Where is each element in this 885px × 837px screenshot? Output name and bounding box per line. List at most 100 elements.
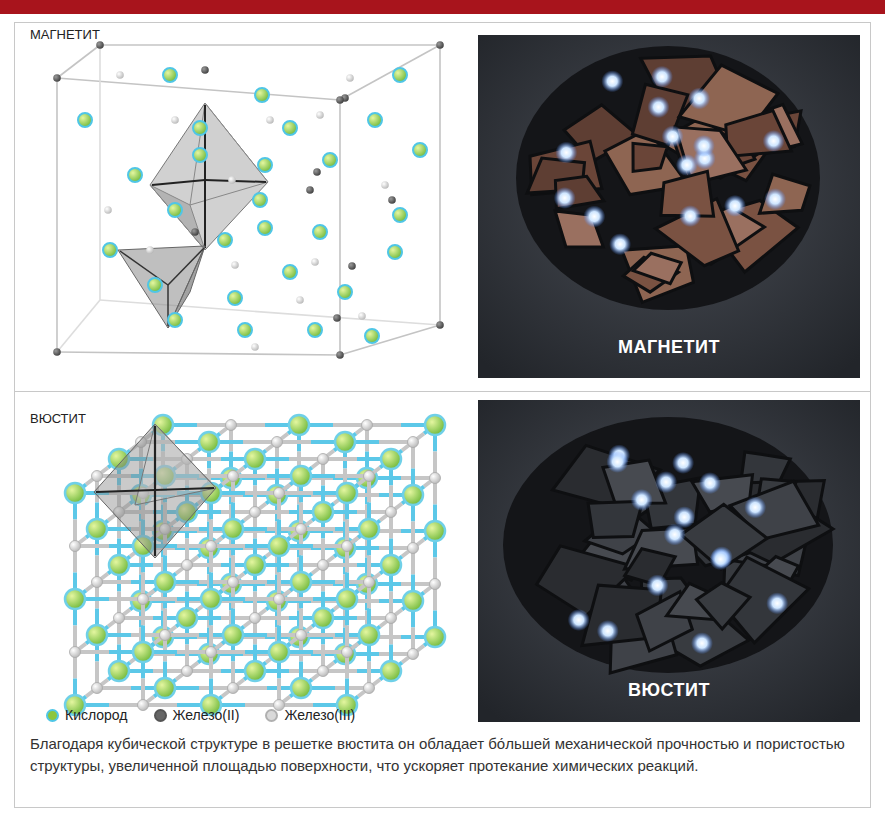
glow-dot xyxy=(744,496,766,518)
cell-edge xyxy=(57,300,100,352)
iron-ii-atom xyxy=(336,96,344,104)
glow-dot xyxy=(699,472,721,494)
iron-ii-atom xyxy=(306,186,314,194)
oxygen-atom xyxy=(283,265,297,279)
iron-atom xyxy=(250,613,261,624)
iron-ii-atom xyxy=(201,66,209,74)
top-bar xyxy=(0,0,885,14)
iron-atom xyxy=(272,437,283,448)
cell-edge xyxy=(57,352,340,355)
glow-dot xyxy=(693,135,715,157)
iron-atom xyxy=(408,543,419,554)
oxygen-atom xyxy=(258,158,272,172)
legend-text: Железо(III) xyxy=(284,707,355,723)
oxygen-atom xyxy=(425,415,445,435)
glow-dot xyxy=(710,548,732,570)
section-label: ВЮСТИТ xyxy=(30,411,86,426)
iron-atom xyxy=(274,594,285,605)
iron-atom xyxy=(70,541,81,552)
tetrahedron-face xyxy=(168,246,205,328)
photo xyxy=(516,46,820,310)
photo-panel: МАГНЕТИТ xyxy=(478,35,860,378)
iron-iii-atom xyxy=(171,116,179,124)
iron-atom xyxy=(92,471,103,482)
octahedron xyxy=(150,103,268,250)
photo-ground xyxy=(478,400,860,722)
glow-dot xyxy=(609,233,631,255)
oxygen-atom xyxy=(338,285,352,299)
oxygen-atom xyxy=(283,121,297,135)
oxygen-atom xyxy=(425,521,445,541)
glow-dot xyxy=(648,96,670,118)
oxygen-atom xyxy=(289,415,309,435)
glow-dot xyxy=(606,451,628,473)
octahedron-face xyxy=(190,103,268,205)
iron-atom xyxy=(138,700,149,711)
iron-ii-atom xyxy=(348,262,356,270)
oxygen-atom xyxy=(155,678,175,698)
legend-swatch xyxy=(154,709,167,722)
iron-atom xyxy=(274,488,285,499)
glow-dot xyxy=(568,609,590,631)
oxygen-atom xyxy=(337,483,357,503)
iron-atom xyxy=(250,507,261,518)
oxygen-atom xyxy=(78,113,92,127)
cell-edge xyxy=(100,44,440,46)
oxygen-atom xyxy=(291,572,311,592)
cell-edge xyxy=(439,45,441,325)
iron-iii-atom xyxy=(296,296,304,304)
bond xyxy=(155,488,214,490)
iron-atom xyxy=(318,454,329,465)
iron-atom xyxy=(318,560,329,571)
oxygen-atom xyxy=(245,449,265,469)
glow-dot xyxy=(655,471,677,493)
glow-dot xyxy=(673,506,695,528)
oxygen-atom xyxy=(163,68,177,82)
oxygen-atom xyxy=(335,432,355,452)
oxygen-atom xyxy=(255,88,269,102)
octahedron-face xyxy=(135,424,216,505)
glow-dot xyxy=(764,188,786,210)
oxygen-atom xyxy=(218,233,232,247)
oxygen-atom xyxy=(403,485,423,505)
oxygen-atom xyxy=(291,678,311,698)
oxygen-atom xyxy=(393,208,407,222)
cell-edge xyxy=(57,45,100,78)
legend-item: Кислород xyxy=(46,707,128,723)
fragment xyxy=(760,174,810,213)
oxygen-atom xyxy=(168,203,182,217)
oxygen-atom xyxy=(269,642,289,662)
legend-item: Железо(II) xyxy=(154,707,240,723)
glow-dot xyxy=(672,452,694,474)
iron-ii-atom xyxy=(53,74,61,82)
oxygen-atom xyxy=(223,625,243,645)
iron-atom xyxy=(206,647,217,658)
cell-edge xyxy=(340,325,440,355)
oxygen-atom xyxy=(313,225,327,239)
oxygen-atom xyxy=(193,121,207,135)
fragment xyxy=(675,127,746,184)
iron-iii-atom xyxy=(266,116,274,124)
iron-iii-atom xyxy=(358,312,366,320)
iron-atom xyxy=(296,630,307,641)
bond xyxy=(204,105,206,180)
oxygen-atom xyxy=(128,168,142,182)
oxygen-atom xyxy=(109,661,129,681)
iron-atom xyxy=(342,541,353,552)
oxygen-atom xyxy=(359,519,379,539)
oxygen-atom xyxy=(228,291,242,305)
bond xyxy=(168,248,204,285)
caption-text: Благодаря кубической структуре в решетке… xyxy=(30,733,860,777)
glow-dot xyxy=(691,632,713,654)
iron-ii-atom xyxy=(388,196,396,204)
bond xyxy=(204,180,206,248)
photo-label: МАГНЕТИТ xyxy=(478,337,860,358)
bonds xyxy=(120,248,204,326)
legend-item: Железо(III) xyxy=(265,707,355,723)
photo-panel: ВЮСТИТ xyxy=(478,400,860,722)
oxygen-atom xyxy=(269,536,289,556)
iron-atom xyxy=(226,420,237,431)
oxygen-atom xyxy=(291,466,311,486)
oxygen-atom xyxy=(103,243,117,257)
iron-iii-atom xyxy=(116,71,124,79)
